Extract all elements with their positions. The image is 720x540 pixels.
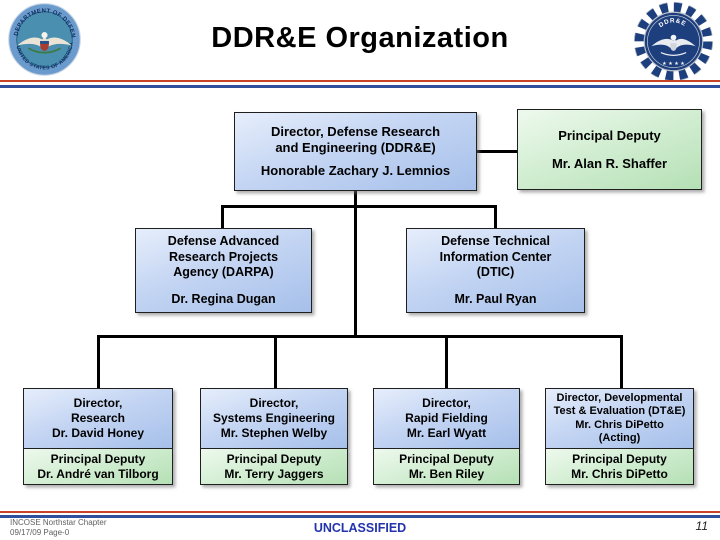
deputy-rf-title: Principal Deputy — [399, 451, 494, 466]
org-combo-dte: Director, Developmental Test & Evaluatio… — [545, 388, 694, 485]
connector-level3-horizontal — [97, 335, 623, 338]
gear-stars-text: ★ ★ ★ ★ — [662, 61, 685, 67]
deputy-dte-title: Principal Deputy — [572, 451, 667, 466]
footer-credit-line1: INCOSE Northstar Chapter — [10, 518, 107, 527]
director-rf-person: Mr. Earl Wyatt — [406, 426, 487, 440]
connector-drop-dte — [620, 335, 623, 388]
org-box-director-systems-engineering: Director, Systems Engineering Mr. Stephe… — [200, 388, 348, 449]
org-combo-rapid-fielding: Director, Rapid Fielding Mr. Earl Wyatt … — [373, 388, 520, 485]
deputy-se-person: Mr. Terry Jaggers — [224, 466, 324, 481]
org-box-ddre-line2: and Engineering (DDR&E) — [275, 140, 436, 155]
dod-seal-icon: DEPARTMENT OF DEFENSE UNITED STATES OF A… — [6, 0, 81, 81]
org-box-dtic-person: Mr. Paul Ryan — [454, 291, 537, 306]
org-box-ddre-line1: Director, Defense Research — [270, 124, 441, 139]
connector-level2-horizontal — [221, 205, 497, 208]
deputy-se-title: Principal Deputy — [226, 451, 322, 466]
director-research-person: Dr. David Honey — [51, 426, 145, 440]
header-rule-blue — [0, 85, 720, 88]
classification-label: UNCLASSIFIED — [313, 521, 407, 535]
deputy-dte-person: Mr. Chris DiPetto — [571, 466, 668, 481]
org-box-ddre-person: Honorable Zachary J. Lemnios — [260, 163, 451, 178]
org-box-darpa-line1: Defense Advanced — [167, 234, 280, 248]
deputy-research-person: Dr. André van Tilborg — [37, 466, 159, 481]
page-title: DDR&E Organization — [211, 22, 509, 54]
deputy-research-title: Principal Deputy — [50, 451, 146, 466]
director-se-line1: Director, — [249, 396, 299, 410]
footer-credit: INCOSE Northstar Chapter 09/17/09 Page-0 — [10, 518, 106, 538]
org-box-deputy-dte: Principal Deputy Mr. Chris DiPetto — [545, 449, 694, 485]
org-box-dtic: Defense Technical Information Center (DT… — [406, 228, 585, 313]
connector-root-deputy — [477, 150, 517, 153]
ddre-gear-icon: DDR&E ★ ★ ★ ★ — [634, 2, 713, 86]
org-box-ddre-director: Director, Defense Research and Engineeri… — [234, 112, 477, 191]
director-dte-person: Mr. Chris DiPetto — [575, 418, 664, 431]
org-box-darpa: Defense Advanced Research Projects Agenc… — [135, 228, 312, 313]
org-box-dtic-line2: Information Center — [439, 249, 552, 264]
org-box-director-rapid-fielding: Director, Rapid Fielding Mr. Earl Wyatt — [373, 388, 520, 449]
org-box-darpa-person: Dr. Regina Dugan — [171, 291, 276, 306]
director-research-line2: Research — [70, 411, 126, 425]
org-box-principal-deputy: Principal Deputy Mr. Alan R. Shaffer — [517, 109, 702, 190]
connector-drop-rapid-fielding — [445, 335, 448, 388]
header-rule-red — [0, 80, 720, 82]
director-se-person: Mr. Stephen Welby — [220, 426, 328, 440]
org-box-dtic-line1: Defense Technical — [441, 234, 550, 248]
gear-arc-top-text: DDR&E — [658, 17, 687, 29]
director-rf-line2: Rapid Fielding — [405, 411, 488, 425]
director-research-line1: Director, — [73, 396, 123, 410]
org-combo-systems-engineering: Director, Systems Engineering Mr. Stephe… — [200, 388, 348, 485]
org-box-deputy-rapid-fielding: Principal Deputy Mr. Ben Riley — [373, 449, 520, 485]
connector-drop-research — [97, 335, 100, 388]
director-se-line2: Systems Engineering — [212, 411, 336, 425]
org-box-dtic-line3: (DTIC) — [476, 265, 515, 279]
org-box-principal-deputy-person: Mr. Alan R. Shaffer — [551, 155, 668, 171]
org-box-darpa-line3: Agency (DARPA) — [173, 265, 274, 279]
director-rf-line1: Director, — [422, 396, 471, 410]
org-box-deputy-systems-engineering: Principal Deputy Mr. Terry Jaggers — [200, 449, 348, 485]
connector-root-down — [354, 191, 357, 338]
connector-drop-darpa — [221, 205, 224, 228]
org-box-director-research: Director, Research Dr. David Honey — [23, 388, 173, 449]
svg-text:DDR&E: DDR&E — [658, 17, 688, 29]
director-dte-line2: Test & Evaluation (DT&E) — [553, 405, 686, 417]
director-dte-line1: Director, Developmental — [556, 391, 683, 404]
org-box-principal-deputy-title: Principal Deputy — [558, 127, 661, 143]
connector-drop-dtic — [494, 205, 497, 228]
footer-credit-line2: 09/17/09 Page-0 — [10, 528, 70, 537]
footer-rule-red — [0, 511, 720, 513]
page-number: 11 — [695, 519, 708, 533]
deputy-rf-person: Mr. Ben Riley — [408, 466, 485, 481]
org-box-darpa-line2: Research Projects — [168, 249, 279, 264]
org-box-director-dte: Director, Developmental Test & Evaluatio… — [545, 388, 694, 449]
connector-drop-systems-engineering — [274, 335, 277, 388]
footer-rule-blue — [0, 515, 720, 518]
director-dte-acting: (Acting) — [598, 432, 641, 444]
org-combo-research: Director, Research Dr. David Honey Princ… — [23, 388, 173, 485]
org-box-deputy-research: Principal Deputy Dr. André van Tilborg — [23, 449, 173, 485]
